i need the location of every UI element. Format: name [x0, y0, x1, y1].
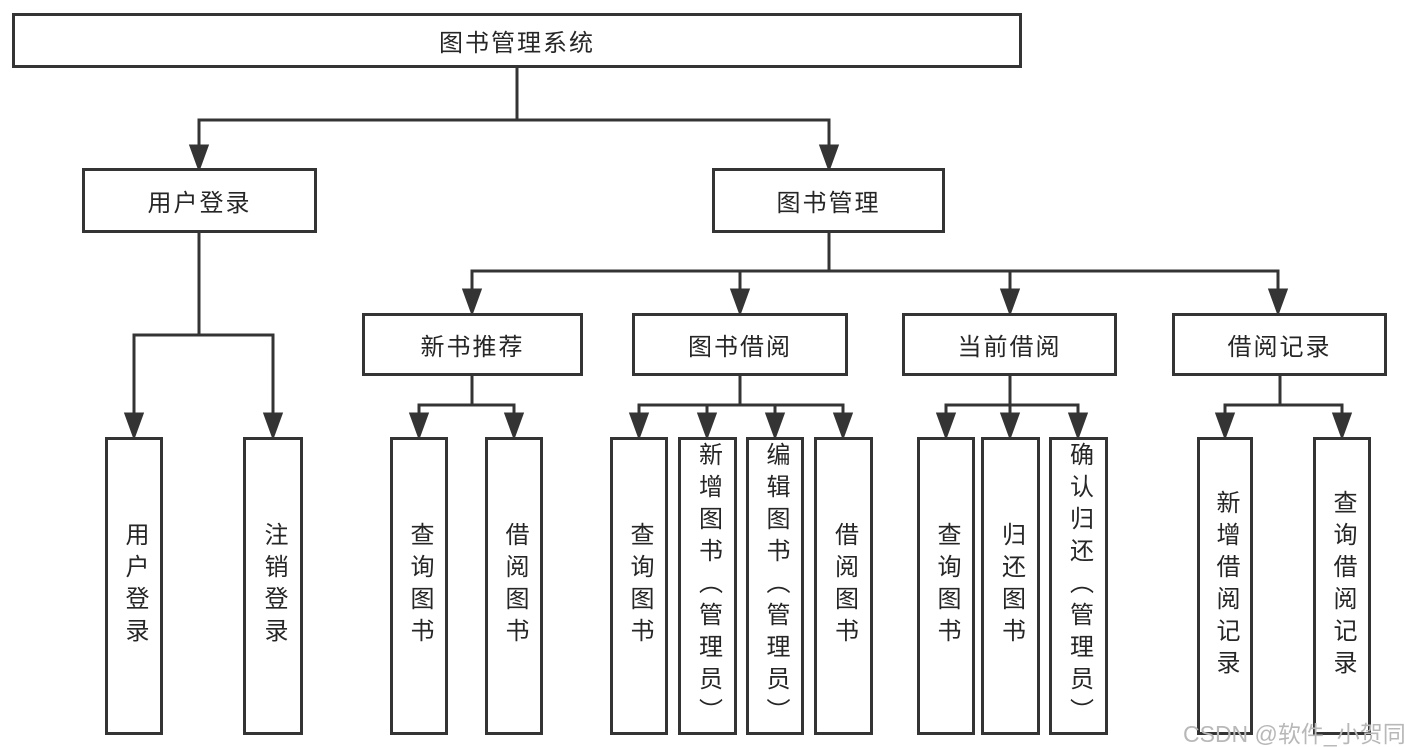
leaf-borrow-book-recommend: 借阅图书 [485, 437, 543, 735]
connector-root-to-level2 [188, 68, 840, 173]
connector-user-login-to-leaves [123, 233, 284, 441]
leaf-return-book: 归还图书 [981, 437, 1040, 735]
leaf-query-book-recommend: 查询图书 [390, 437, 448, 735]
leaf-user-login: 用户登录 [105, 437, 163, 735]
node-borrow-records: 借阅记录 [1172, 313, 1387, 376]
leaf-query-book-borrow: 查询图书 [610, 437, 668, 735]
node-book-borrow: 图书借阅 [632, 313, 848, 376]
connector-current-borrow-to-leaves [935, 376, 1089, 441]
node-user-login: 用户登录 [82, 168, 317, 233]
node-book-management: 图书管理 [712, 168, 945, 233]
connector-borrow-records-to-leaves [1214, 376, 1353, 441]
connector-book-borrow-to-leaves [628, 376, 854, 441]
node-new-book-recommend: 新书推荐 [362, 313, 583, 376]
leaf-add-book-admin: 新增图书（管理员） [678, 437, 737, 735]
csdn-watermark: CSDN @软件_小贺同学 [1183, 721, 1405, 747]
connector-book-management-to-level3 [461, 233, 1289, 317]
connector-new-book-to-leaves [408, 376, 525, 441]
leaf-borrow-book: 借阅图书 [814, 437, 873, 735]
leaf-edit-book-admin: 编辑图书（管理员） [746, 437, 804, 735]
leaf-add-borrow-record: 新增借阅记录 [1197, 437, 1253, 735]
node-current-borrow: 当前借阅 [902, 313, 1117, 376]
leaf-query-book-current: 查询图书 [917, 437, 975, 735]
node-root-system: 图书管理系统 [12, 13, 1022, 68]
leaf-query-borrow-record: 查询借阅记录 [1313, 437, 1371, 735]
leaf-logout-login: 注销登录 [243, 437, 303, 735]
leaf-confirm-return-admin: 确认归还（管理员） [1049, 437, 1108, 735]
